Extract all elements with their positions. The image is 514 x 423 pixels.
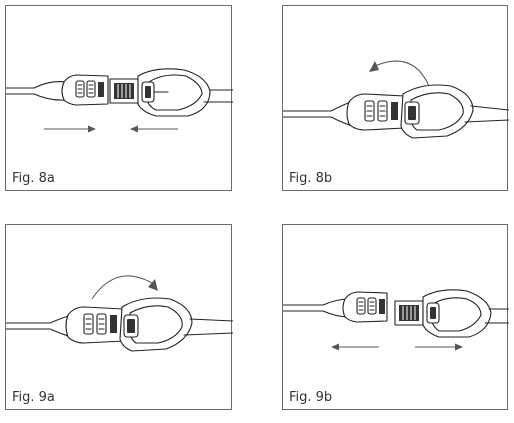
right-cable (189, 318, 233, 322)
figure-caption: Fig. 8b (289, 171, 333, 186)
left-cable (283, 298, 350, 306)
figure-9a-illustration (6, 275, 233, 352)
figure-caption: Fig. 9a (12, 390, 55, 405)
socket-connector (61, 74, 109, 106)
figure-9a-panel: Fig. 9a (5, 224, 233, 410)
socket-connector (342, 291, 388, 323)
joined-connector (346, 84, 474, 139)
left-cable (6, 314, 73, 324)
figure-8b-panel: Fig. 8b (282, 5, 509, 191)
right-cable (470, 105, 509, 111)
plug-connector (394, 289, 492, 338)
figure-caption: Fig. 9b (289, 390, 333, 405)
joined-connector (65, 297, 193, 352)
figure-caption: Fig. 8a (12, 171, 55, 186)
figure-8a-panel: Fig. 8a (5, 5, 233, 191)
figure-9b-illustration (283, 289, 509, 351)
plug-connector (109, 68, 211, 117)
left-cable (283, 100, 354, 112)
figure-9b-panel: Fig. 9b (282, 224, 509, 410)
figure-8b-illustration (283, 60, 509, 139)
left-cable (6, 81, 67, 89)
figure-8a-illustration (6, 68, 233, 133)
rotate-arrow (91, 275, 158, 300)
push-together-arrows (44, 125, 178, 133)
pull-apart-arrows (331, 343, 463, 351)
rotate-arrow (369, 60, 430, 87)
